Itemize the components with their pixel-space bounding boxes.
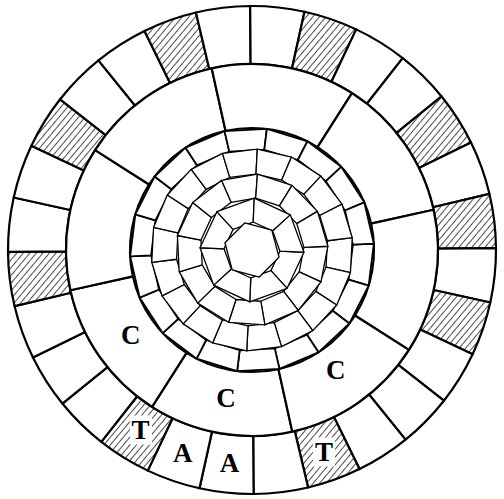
- central-cell: [225, 223, 279, 277]
- central-cell: [177, 236, 202, 272]
- epidermis-cell: [253, 431, 308, 494]
- central-cell: [273, 215, 304, 252]
- cell-label: C: [119, 320, 143, 349]
- cell-label: C: [324, 355, 348, 384]
- hatched-cell: [8, 251, 71, 306]
- epidermis-cell: [196, 6, 251, 69]
- cell-label: T: [313, 437, 335, 466]
- cell-label: A: [218, 448, 242, 477]
- central-cell: [222, 174, 258, 202]
- cell-label: C: [214, 383, 238, 412]
- hatched-cell: [433, 194, 496, 249]
- central-cell: [297, 211, 328, 247]
- central-cell: [200, 248, 231, 285]
- pericycle-cell: [349, 244, 374, 286]
- central-cell: [247, 323, 282, 351]
- pericycle-cell: [225, 129, 267, 152]
- cell-label: T: [130, 416, 152, 445]
- pericycle-cell: [237, 348, 279, 371]
- pericycle-cell: [130, 214, 155, 256]
- central-cell: [222, 149, 257, 177]
- cell-label: A: [171, 438, 195, 467]
